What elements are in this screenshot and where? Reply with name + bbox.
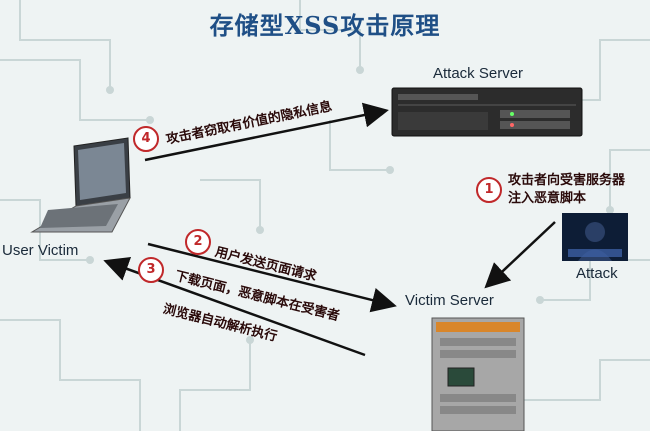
step-1-text-line1: 攻击者向受害服务器 [508, 173, 626, 188]
arrow-step2 [147, 242, 397, 313]
step-3-badge: 3 [138, 257, 164, 283]
victim-server-label: Victim Server [405, 292, 494, 309]
attacker-label: Attack [576, 265, 618, 282]
arrow-step4 [144, 102, 389, 162]
step-4-badge: 4 [133, 126, 159, 152]
attack-server-label: Attack Server [433, 65, 524, 82]
step-1-badge: 1 [476, 177, 502, 203]
user-victim-label: User Victim [2, 242, 79, 259]
step-1-text-line2: 注入恶意脚本 [508, 191, 587, 206]
step-2-badge: 2 [185, 229, 211, 255]
arrow-step1 [484, 221, 556, 289]
page-title: 存储型XSS攻击原理 [209, 11, 441, 40]
